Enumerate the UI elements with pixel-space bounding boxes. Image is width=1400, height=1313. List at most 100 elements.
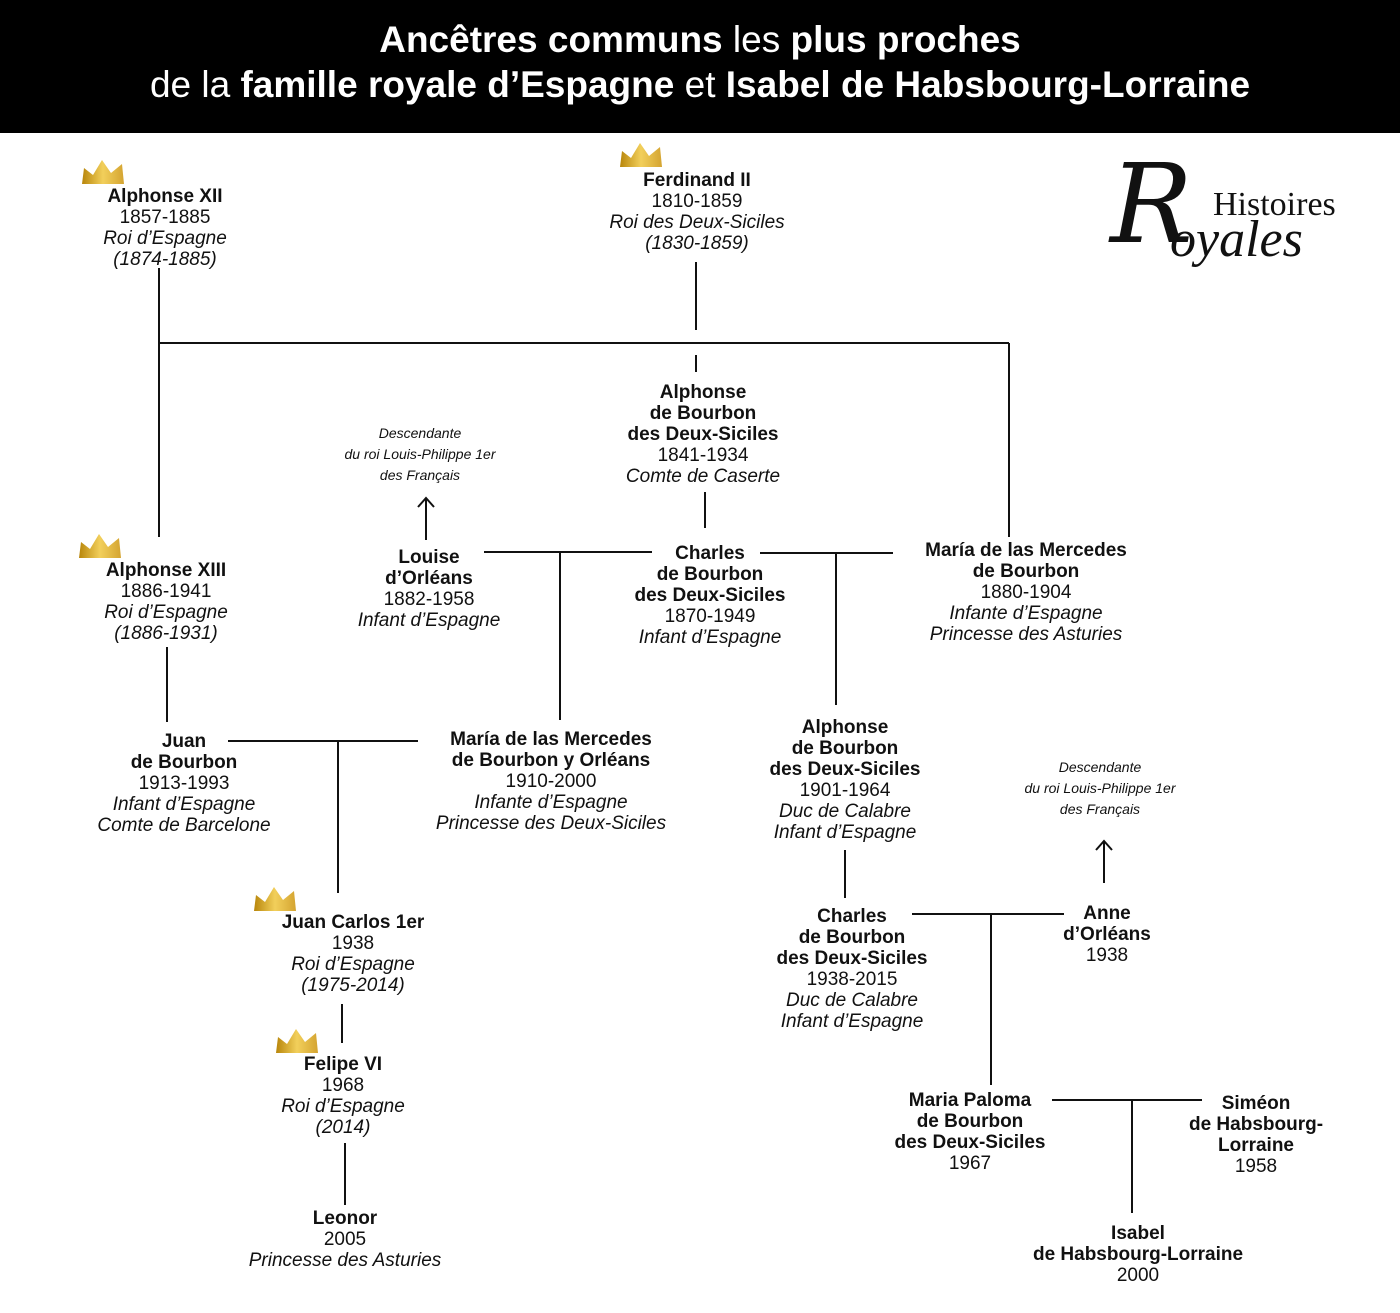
person-name: de Bourbon (791, 738, 899, 759)
person-name: de Bourbon (972, 561, 1080, 582)
crown-icon (80, 158, 126, 191)
note-line: Descendante (378, 425, 462, 441)
person-years: 1913-1993 (138, 773, 230, 794)
person-title: Princesse des Asturies (248, 1250, 442, 1271)
note-louis-philippe-2: Descendante du roi Louis-Philippe 1er de… (1025, 757, 1176, 820)
person-years: 1938 (1085, 945, 1129, 966)
note-line: des Français (379, 467, 461, 483)
logo-word-2: oyales (1170, 211, 1303, 268)
title-segment: de la (149, 64, 241, 105)
person-title: (1830-1859) (645, 233, 749, 254)
title-line-2: de la famille royale d’Espagne et Isabel… (0, 63, 1400, 107)
person-name: des Deux-Siciles (776, 948, 928, 969)
person-name: Leonor (312, 1208, 378, 1229)
person-title: Comte de Caserte (625, 466, 781, 487)
person-years: 1882-1958 (383, 589, 475, 610)
person-name: d’Orléans (1063, 924, 1151, 945)
person-title: Infant d’Espagne (357, 610, 501, 631)
title-segment: famille royale d’Espagne (240, 64, 675, 105)
person-name: d’Orléans (385, 568, 473, 589)
title-banner: Ancêtres communs les plus proches de la … (0, 0, 1400, 133)
note-line: Descendante (1058, 759, 1142, 775)
person-name: de Bourbon (656, 564, 764, 585)
person-name: Alphonse XIII (105, 560, 227, 581)
person-name: Lorraine (1217, 1135, 1295, 1156)
person-name: Felipe VI (303, 1054, 383, 1075)
person-title: Roi des Deux-Siciles (609, 212, 785, 233)
person-title: Roi d’Espagne (104, 602, 228, 623)
person-title: Infant d’Espagne (638, 627, 782, 648)
person-title: Infant d’Espagne (780, 1011, 924, 1032)
person-title: Comte de Barcelone (97, 815, 271, 836)
person-years: 1880-1904 (980, 582, 1072, 603)
arrow-up-icon (417, 496, 435, 540)
person-title: Roi d’Espagne (103, 228, 227, 249)
person-years: 1857-1885 (119, 207, 211, 228)
person-name: María de las Mercedes (450, 729, 652, 750)
note-line: du roi Louis-Philippe 1er (344, 446, 496, 462)
person-name: de Bourbon y Orléans (451, 750, 651, 771)
person-name: Juan (161, 731, 207, 752)
person-title: Roi d’Espagne (291, 954, 415, 975)
person-name: de Bourbon (916, 1111, 1024, 1132)
logo-word-1: Histoires (1213, 186, 1336, 223)
person-name: de Bourbon (798, 927, 906, 948)
person-title: Infant d’Espagne (112, 794, 256, 815)
person-years: 1901-1964 (799, 780, 891, 801)
note-line: du roi Louis-Philippe 1er (1024, 780, 1176, 796)
person-years: 1870-1949 (664, 606, 756, 627)
person-title: Princesse des Deux-Siciles (435, 813, 667, 834)
person-name: María de las Mercedes (925, 540, 1127, 561)
crown-icon (77, 532, 123, 565)
title-line-1: Ancêtres communs les plus proches (0, 18, 1400, 62)
person-years: 1910-2000 (505, 771, 597, 792)
person-name: Siméon (1221, 1093, 1291, 1114)
person-name: des Deux-Siciles (634, 585, 786, 606)
person-name: de Habsbourg-Lorraine (1032, 1244, 1244, 1265)
person-title: Duc de Calabre (785, 990, 919, 1011)
person-name: des Deux-Siciles (894, 1132, 1046, 1153)
person-title: Duc de Calabre (778, 801, 912, 822)
person-years: 1967 (948, 1153, 992, 1174)
person-name: Charles (817, 906, 887, 927)
person-name: de Bourbon (649, 403, 757, 424)
person-name: Charles (675, 543, 745, 564)
person-years: 1958 (1234, 1156, 1278, 1177)
person-years: 1938 (331, 933, 375, 954)
person-title: Roi d’Espagne (281, 1096, 405, 1117)
person-name: Alphonse (659, 382, 747, 403)
person-name: Alphonse XII (107, 186, 223, 207)
person-title: Infant d’Espagne (773, 822, 917, 843)
arrow-up-icon (1095, 839, 1113, 883)
note-line: des Français (1059, 801, 1141, 817)
person-title: Infante d’Espagne (474, 792, 628, 813)
person-name: Alphonse (801, 717, 889, 738)
person-title: (1886-1931) (114, 623, 218, 644)
person-name: Juan Carlos 1er (281, 912, 425, 933)
person-name: Maria Paloma (908, 1090, 1032, 1111)
person-years: 1968 (321, 1075, 365, 1096)
note-louis-philippe-1: Descendante du roi Louis-Philippe 1er de… (345, 423, 496, 486)
person-name: Louise (398, 547, 460, 568)
crown-icon (618, 141, 664, 174)
person-name: Isabel (1111, 1223, 1165, 1244)
title-segment: plus proches (790, 19, 1021, 60)
person-name: de Habsbourg- (1188, 1114, 1324, 1135)
person-name: des Deux-Siciles (769, 759, 921, 780)
person-name: Ferdinand II (643, 170, 751, 191)
